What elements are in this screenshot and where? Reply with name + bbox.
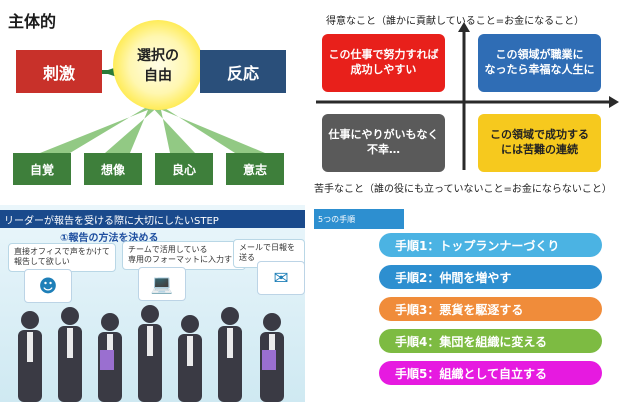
five-steps-list: 5つの手順 手順1：トップランナーづくり 手順2：仲間を増やす 手順3：悪貨を駆… <box>314 205 627 402</box>
center-line2: 自由 <box>144 65 172 85</box>
laptop-icon: 💻 <box>138 267 186 301</box>
center-line1: 選択の <box>137 45 179 65</box>
business-people <box>0 300 305 402</box>
step-5: 手順5：組織として自立する <box>379 361 602 385</box>
reporting-steps-illustration: リーダーが報告を受ける際に大切にしたいSTEP ①報告の方法を決める 直接オフィ… <box>0 205 305 402</box>
steps-header: 5つの手順 <box>314 209 404 229</box>
speech-bubble-direct: 直接オフィスで声をかけて 報告して欲しい <box>8 243 116 272</box>
stimulus-box: 刺激 <box>16 50 102 93</box>
proactive-diagram: 主体的 選択の 自由 刺激 反応 自覚 想像 良心 意志 <box>0 0 305 197</box>
banner: リーダーが報告を受ける際に大切にしたいSTEP <box>0 210 305 228</box>
step-4: 手順4：集団を組織に変える <box>379 329 602 353</box>
mail-icon: ✉ <box>257 261 305 295</box>
step-3: 手順3：悪貨を駆逐する <box>379 297 602 321</box>
person-icon: ☻ <box>24 269 72 303</box>
speech-bubble-format: チームで活用している 専用のフォーマットに入力する <box>122 241 246 270</box>
conscience-box: 良心 <box>155 153 213 185</box>
bottom-axis-caption: 苦手なこと（誰の役にも立っていないこと=お金にならないこと） <box>314 180 612 195</box>
step-1: 手順1：トップランナーづくり <box>379 233 602 257</box>
quadrant-top-right: この領域が職業に なったら幸福な人生に <box>478 34 601 92</box>
quadrant-bottom-right: この領域で成功する には苦難の連続 <box>478 114 601 172</box>
quadrant-bottom-left: 仕事にやりがいもなく 不幸… <box>322 114 445 172</box>
step-2: 手順2：仲間を増やす <box>379 265 602 289</box>
imagination-box: 想像 <box>84 153 142 185</box>
will-box: 意志 <box>226 153 284 185</box>
response-box: 反応 <box>200 50 286 93</box>
quadrant-top-left: この仕事で努力すれば 成功しやすい <box>322 34 445 92</box>
freedom-of-choice-circle: 選択の 自由 <box>113 20 203 110</box>
quadrant-matrix: 得意なこと（誰かに貢献していること=お金になること） この仕事で努力すれば 成功… <box>308 0 627 197</box>
awareness-box: 自覚 <box>13 153 71 185</box>
